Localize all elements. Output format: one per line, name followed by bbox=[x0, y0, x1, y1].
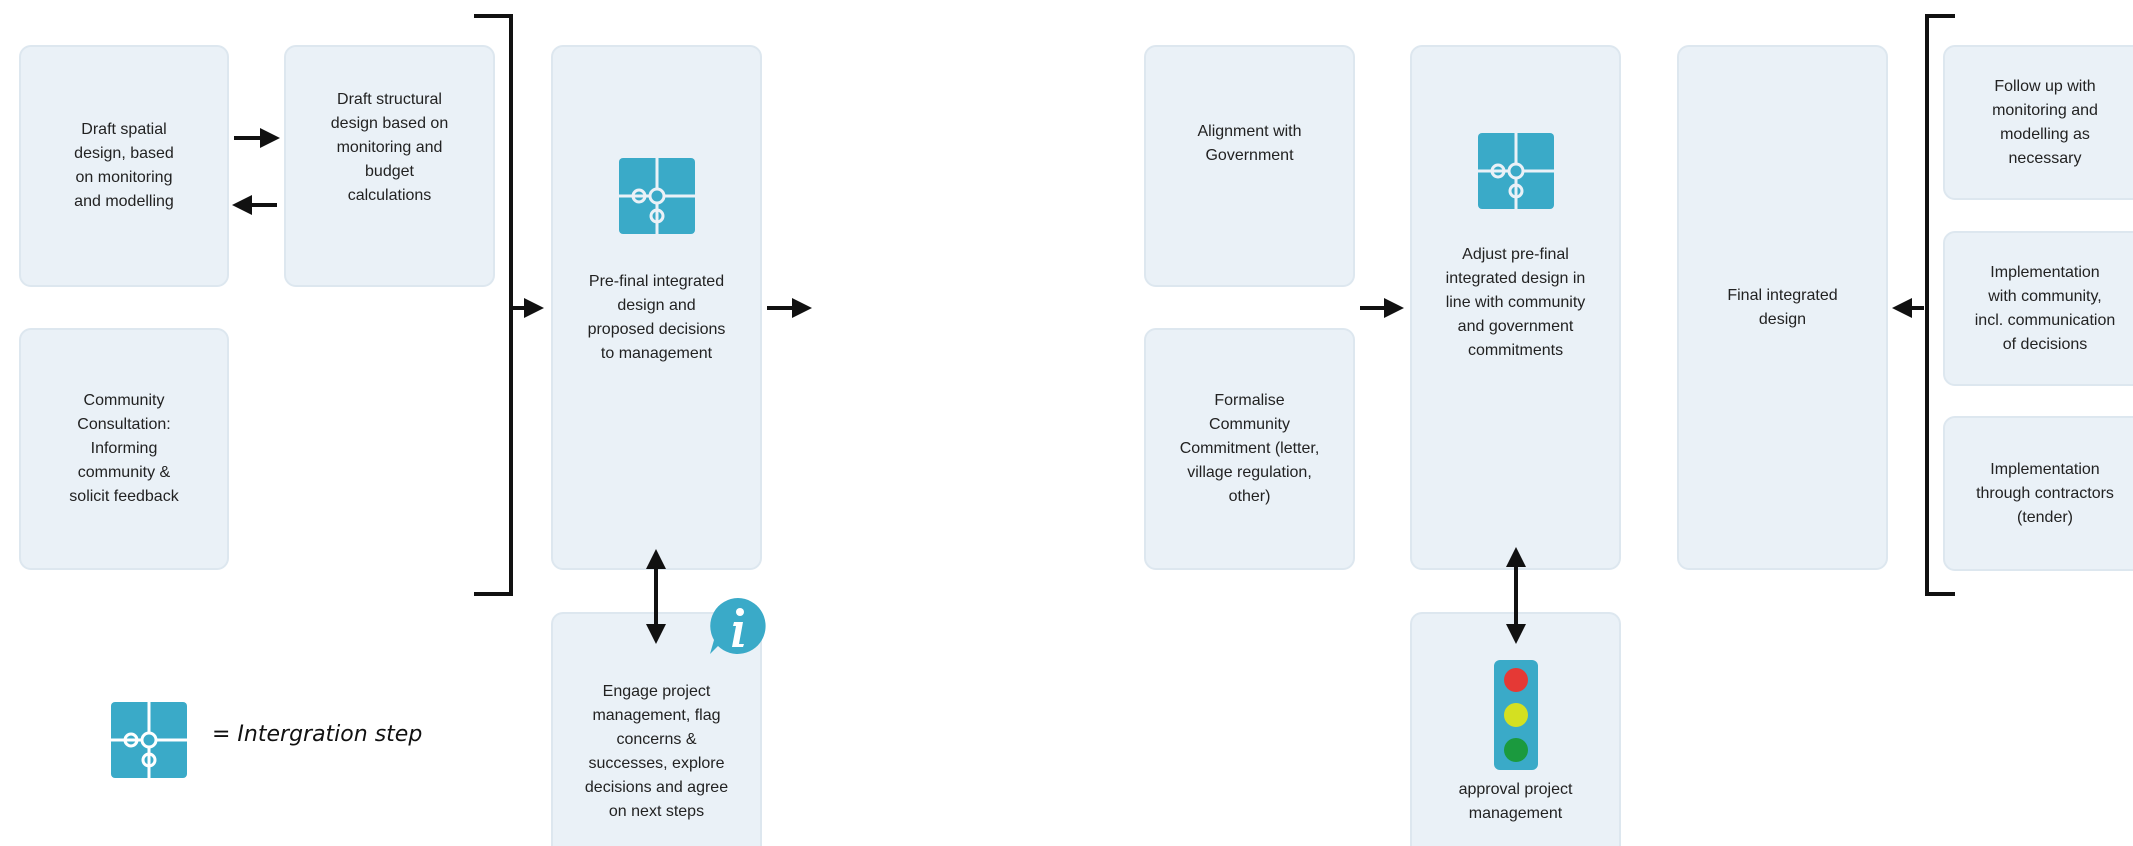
engage-box: Engage project management, flag concerns… bbox=[551, 612, 762, 846]
impl-contractors-box: Implementation through contractors (tend… bbox=[1943, 416, 2133, 571]
formalise-text: Formalise Community Commitment (letter, … bbox=[1179, 392, 1320, 505]
pre-final-box: Pre-final integrated design and proposed… bbox=[551, 45, 762, 570]
community-consultation-box: Community Consultation: Informing commun… bbox=[19, 328, 229, 570]
engage-text: Engage project management, flag concerns… bbox=[584, 683, 729, 820]
formalise-box: Formalise Community Commitment (letter, … bbox=[1144, 328, 1355, 570]
draft-structural-text: Draft structural design based on monitor… bbox=[330, 91, 449, 204]
adjust-box: Adjust pre-final integrated design in li… bbox=[1410, 45, 1621, 570]
final-box: Final integrated design bbox=[1677, 45, 1888, 570]
puzzle-bg bbox=[618, 157, 695, 234]
impl-community-box: Implementation with community, incl. com… bbox=[1943, 231, 2133, 386]
puzzle-icon bbox=[1477, 132, 1554, 209]
impl-contractors-text: Implementation through contractors (tend… bbox=[1976, 460, 2114, 526]
approval-box: approval project management bbox=[1410, 612, 1621, 846]
puzzle-icon bbox=[618, 157, 695, 234]
impl-community-text: Implementation with community, incl. com… bbox=[1974, 263, 2116, 353]
final-text: Final integrated design bbox=[1727, 286, 1838, 328]
draft-spatial-text: Draft spatial design, based on monitorin… bbox=[74, 121, 174, 210]
traffic-light-icon bbox=[1493, 660, 1538, 770]
alignment-box: Alignment with Government bbox=[1144, 45, 1355, 287]
community-consultation-text: Community Consultation: Informing commun… bbox=[69, 392, 179, 505]
draft-structural-box: Draft structural design based on monitor… bbox=[284, 45, 495, 287]
draft-spatial-box: Draft spatial design, based on monitorin… bbox=[19, 45, 229, 287]
alignment-text: Alignment with Government bbox=[1197, 122, 1302, 164]
info-icon bbox=[710, 598, 766, 654]
follow-up-text: Follow up with monitoring and modelling … bbox=[1992, 77, 2098, 167]
legend-puzzle-icon bbox=[111, 702, 187, 778]
approval-text: approval project management bbox=[1458, 781, 1573, 822]
follow-up-box: Follow up with monitoring and modelling … bbox=[1943, 45, 2133, 200]
adjust-text: Adjust pre-final integrated design in li… bbox=[1445, 245, 1586, 359]
pre-final-text: Pre-final integrated design and proposed… bbox=[587, 272, 726, 362]
legend-label: = Intergration step bbox=[212, 722, 423, 747]
